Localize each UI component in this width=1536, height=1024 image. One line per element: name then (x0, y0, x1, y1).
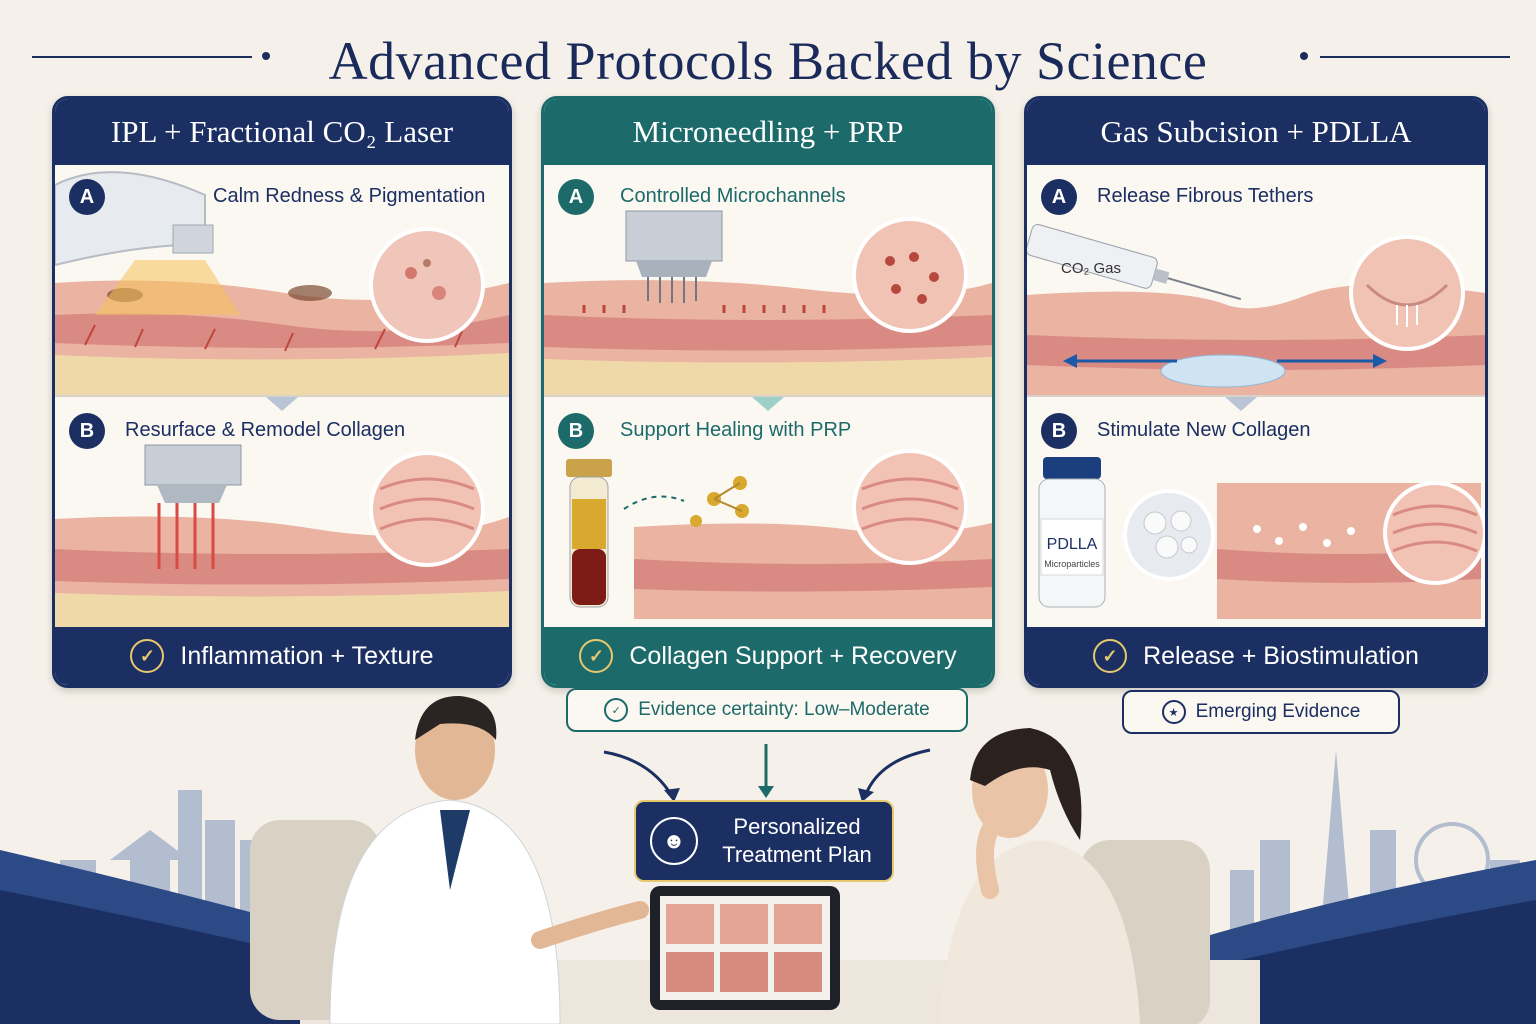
panel-microneedling-prp: Microneedling + PRP A Controlled Microch… (541, 96, 995, 688)
step-badge-b: B (69, 413, 105, 449)
step-badge-a: A (558, 179, 594, 215)
plan-line-1: Personalized (733, 814, 861, 839)
star-icon: ★ (1161, 700, 1186, 724)
arrow-left (603, 750, 674, 797)
step-label-b: Resurface & Remodel Collagen (125, 419, 406, 441)
step-badge-a: A (1041, 179, 1077, 215)
step-b: PDLLA Microparticles B Stimulate New Col… (1027, 399, 1485, 629)
footer-label: Release + Biostimulation (1143, 641, 1419, 670)
shield-icon: ✓ (604, 698, 629, 722)
gas-subcision-illustration: CO₂ Gas (1027, 224, 1485, 395)
step-arrow-down (752, 397, 784, 411)
consultation-scene (0, 695, 1536, 1024)
step-label-b: Support Healing with PRP (620, 419, 852, 441)
pdlla-illustration: PDLLA Microparticles (1038, 457, 1485, 619)
plan-line-2: Treatment Plan (722, 842, 872, 867)
check-circle-icon: ✓ (1093, 639, 1128, 673)
step-badge-b: B (558, 413, 594, 449)
step-divider (55, 395, 509, 397)
personalized-plan-box: ☻ Personalized Treatment Plan (634, 800, 894, 882)
patient (940, 728, 1140, 1024)
step-b: B Resurface & Remodel Collagen (55, 399, 509, 629)
panel-subcision-pdlla: Gas Subcision + PDLLA CO₂ Gas A Release … (1024, 96, 1488, 688)
evidence-label: Evidence certainty: Low–Moderate (638, 699, 930, 720)
vial-sublabel: Microparticles (1044, 559, 1100, 569)
check-circle-icon: ✓ (130, 639, 165, 673)
syringe-label: CO₂ Gas (1061, 260, 1121, 277)
title-row: Advanced Protocols Backed by Science (0, 18, 1536, 98)
title-ornament-left (262, 52, 270, 60)
prp-illustration (566, 449, 992, 619)
check-circle-icon: ✓ (579, 639, 614, 673)
microneedling-illustration (544, 210, 992, 395)
person-icon: ☻ (650, 817, 698, 865)
page-title: Advanced Protocols Backed by Science (328, 31, 1208, 91)
footer-label: Collagen Support + Recovery (629, 641, 957, 670)
step-divider (1027, 395, 1485, 397)
evidence-badge-microneedling: ✓ Evidence certainty: Low–Moderate (566, 688, 968, 732)
title-ornament-right (1300, 52, 1308, 60)
doctor (329, 695, 649, 1024)
step-label-b: Stimulate New Collagen (1097, 419, 1311, 441)
tablet (650, 886, 840, 1010)
panel-footer: ✓ Inflammation + Texture (55, 627, 509, 685)
arrow-right (864, 748, 931, 795)
title-rule-right (1320, 56, 1510, 58)
panel-footer: ✓ Collagen Support + Recovery (544, 627, 992, 685)
panel-footer: ✓ Release + Biostimulation (1027, 627, 1485, 685)
step-a: A Controlled Microchannels (544, 165, 992, 395)
step-arrow-down (1225, 397, 1257, 411)
step-arrow-down (266, 397, 298, 411)
panel-heading: Microneedling + PRP (544, 99, 992, 165)
evidence-badge-subcision: ★ Emerging Evidence (1122, 690, 1400, 734)
footer-label: Inflammation + Texture (180, 641, 434, 670)
step-label-a: Calm Redness & Pigmentation (213, 185, 486, 207)
vial-label: PDLLA (1047, 536, 1098, 553)
step-b: B Support Healing with PRP (544, 399, 992, 629)
evidence-label: Emerging Evidence (1195, 701, 1361, 722)
plan-label: Personalized Treatment Plan (712, 813, 882, 869)
step-badge-b: B (1041, 413, 1077, 449)
step-a: CO₂ Gas A Release Fibrous Tethers (1027, 165, 1485, 395)
panel-ipl-co2: IPL + Fractional CO₂ Laser A Calm Rednes… (52, 96, 512, 688)
step-divider (544, 395, 992, 397)
step-badge-a: A (69, 179, 105, 215)
step-label-a: Release Fibrous Tethers (1097, 185, 1314, 207)
panel-heading: Gas Subcision + PDLLA (1027, 99, 1485, 165)
title-rule-left (32, 56, 252, 58)
step-label-a: Controlled Microchannels (620, 185, 846, 207)
step-a: A Calm Redness & Pigmentation (55, 165, 509, 395)
co2-laser-illustration (55, 444, 509, 629)
panel-heading: IPL + Fractional CO₂ Laser (55, 99, 509, 165)
